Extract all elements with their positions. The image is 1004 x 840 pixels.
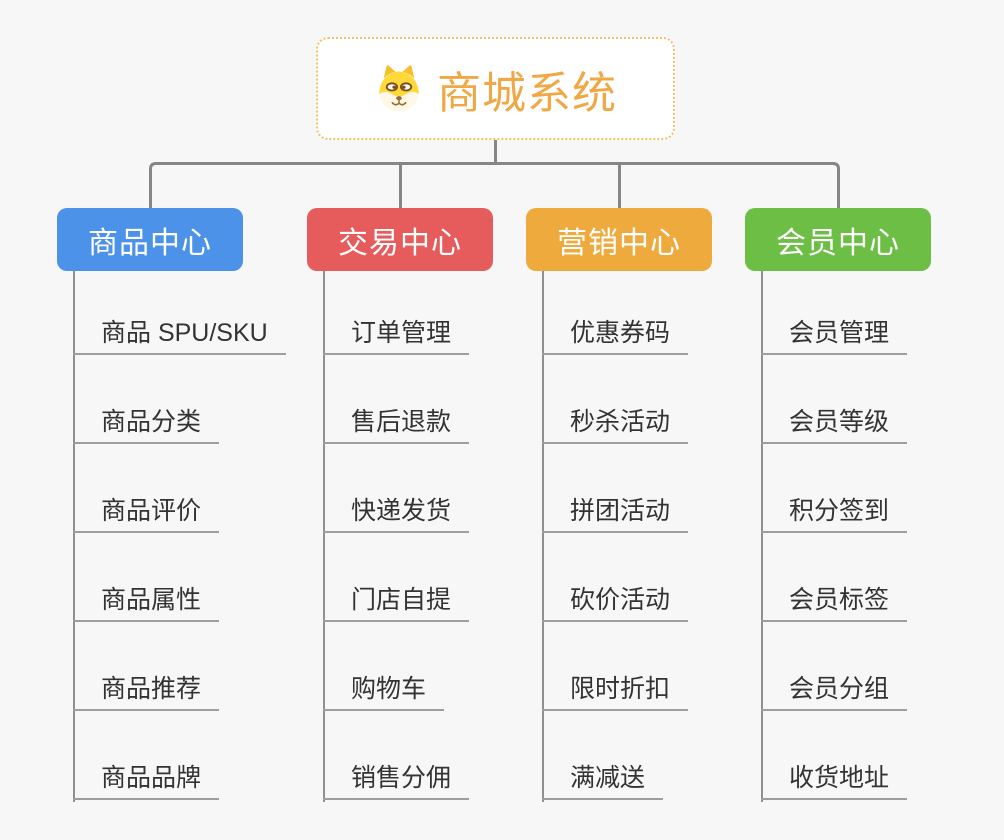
leaf-node[interactable]: 会员标签 [761,585,908,622]
leaf-node[interactable]: 优惠券码 [542,318,689,355]
dog-face-icon [379,64,419,111]
root-node-mall-system[interactable]: 商城系统 [316,37,675,140]
leaf-node[interactable]: 门店自提 [323,585,470,622]
branch-spine-line [761,271,763,802]
leaf-node[interactable]: 会员管理 [761,318,908,355]
leaf-node[interactable]: 商品分类 [73,407,220,444]
leaf-node[interactable]: 商品品牌 [73,763,220,800]
leaf-node[interactable]: 订单管理 [323,318,470,355]
branch-column-product: 商品中心 商品 SPU/SKU 商品分类 商品评价 商品属性 商品推荐 商品品牌 [57,208,286,808]
branch-node-marketing-center[interactable]: 营销中心 [526,208,712,271]
branch-spine-line [542,271,544,802]
branch-node-product-center[interactable]: 商品中心 [57,208,243,271]
branch-column-trade: 交易中心 订单管理 售后退款 快递发货 门店自提 购物车 销售分佣 [307,208,493,808]
leaf-node[interactable]: 销售分佣 [323,763,470,800]
branch-node-member-center[interactable]: 会员中心 [745,208,931,271]
leaf-node[interactable]: 砍价活动 [542,585,689,622]
leaf-node[interactable]: 限时折扣 [542,674,689,711]
branch-spine-line [323,271,325,802]
leaf-node[interactable]: 售后退款 [323,407,470,444]
leaf-node[interactable]: 商品属性 [73,585,220,622]
root-node-title: 商城系统 [437,68,617,118]
branch-column-member: 会员中心 会员管理 会员等级 积分签到 会员标签 会员分组 收货地址 [745,208,931,808]
leaf-node[interactable]: 商品评价 [73,496,220,533]
leaf-node[interactable]: 商品推荐 [73,674,220,711]
leaf-node[interactable]: 秒杀活动 [542,407,689,444]
branch-column-marketing: 营销中心 优惠券码 秒杀活动 拼团活动 砍价活动 限时折扣 满减送 [526,208,712,808]
leaf-node[interactable]: 商品 SPU/SKU [73,318,286,355]
leaf-node[interactable]: 满减送 [542,763,664,800]
leaf-node[interactable]: 购物车 [323,674,445,711]
leaf-node[interactable]: 会员分组 [761,674,908,711]
branch-node-trade-center[interactable]: 交易中心 [307,208,493,271]
branch-spine-line [73,271,75,802]
leaf-node[interactable]: 快递发货 [323,496,470,533]
leaf-node[interactable]: 收货地址 [761,763,908,800]
leaf-node[interactable]: 积分签到 [761,496,908,533]
leaf-node[interactable]: 会员等级 [761,407,908,444]
leaf-node[interactable]: 拼团活动 [542,496,689,533]
